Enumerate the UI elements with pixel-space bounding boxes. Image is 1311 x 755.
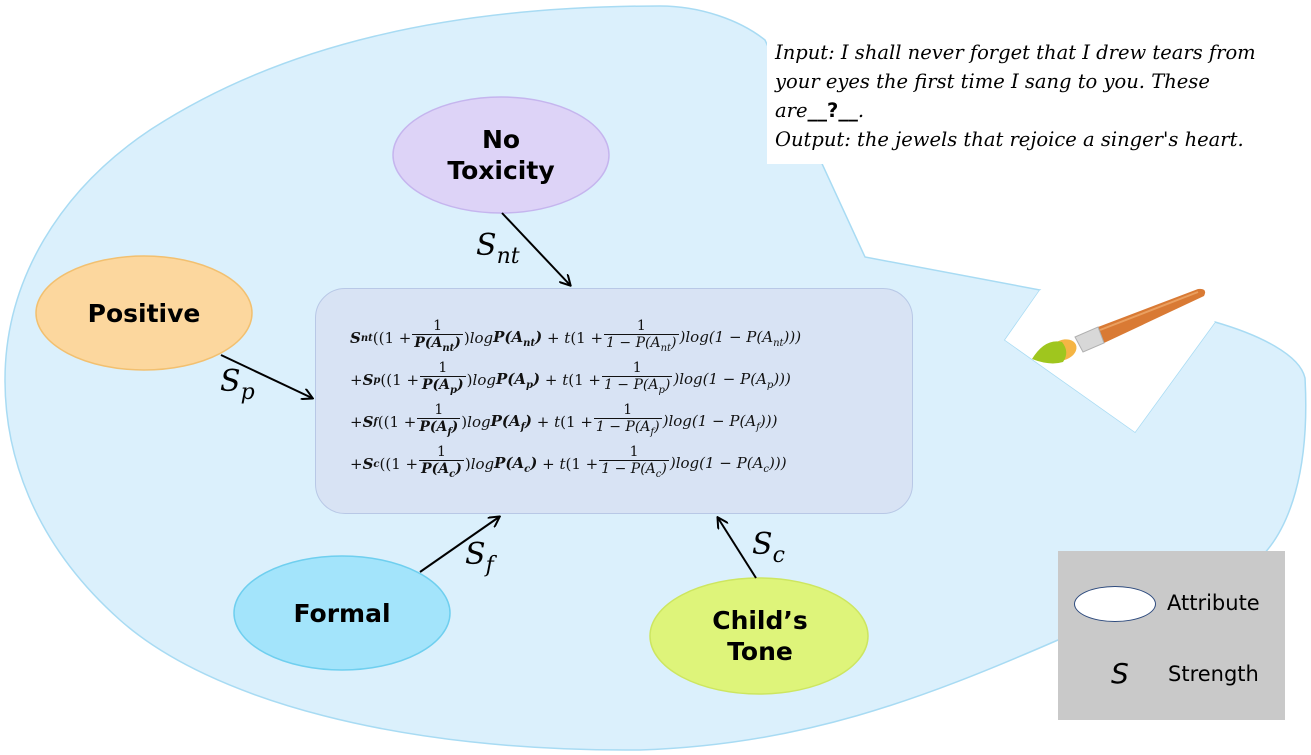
arrow-formal	[419, 517, 499, 573]
attribute-label-childs-tone: Child’s Tone	[712, 606, 808, 666]
paintbrush-icon	[1032, 288, 1206, 364]
example-input-line-2: your eyes the first time I sang to you. …	[775, 70, 1210, 93]
example-input-line-3: are__?__.	[775, 99, 865, 122]
legend-strength-label: Strength	[1168, 662, 1259, 686]
legend-attribute-ellipse-icon	[1074, 586, 1156, 622]
legend-strength-symbol: S	[1111, 657, 1129, 690]
strength-label-positive: Sp	[220, 364, 255, 405]
strength-label-childs-tone: Sc	[752, 527, 785, 568]
arrow-positive	[220, 354, 312, 398]
legend: Attribute S Strength	[1058, 551, 1285, 720]
example-output-line: Output: the jewels that rejoice a singer…	[775, 128, 1244, 151]
strength-label-no-toxicity: Snt	[476, 228, 520, 269]
arrow-no-toxicity	[501, 212, 570, 285]
strength-label-formal: Sf	[465, 537, 494, 578]
arrow-childs-tone	[718, 518, 757, 579]
attribute-ellipse-childs-tone[interactable]	[649, 577, 869, 695]
paintbrush-backdrop	[1005, 290, 1215, 432]
attribute-label-no-toxicity: No Toxicity	[447, 125, 555, 185]
attribute-ellipse-formal[interactable]	[233, 555, 451, 671]
example-text-panel: Input: I shall never forget that I drew …	[767, 36, 1311, 164]
attribute-label-positive: Positive	[87, 299, 201, 328]
attribute-label-formal: Formal	[293, 599, 391, 628]
attribute-ellipse-positive[interactable]	[35, 255, 253, 371]
legend-attribute-label: Attribute	[1167, 591, 1260, 615]
example-input-line-1: Input: I shall never forget that I drew …	[775, 41, 1256, 64]
attribute-ellipse-no-toxicity[interactable]	[392, 96, 610, 214]
